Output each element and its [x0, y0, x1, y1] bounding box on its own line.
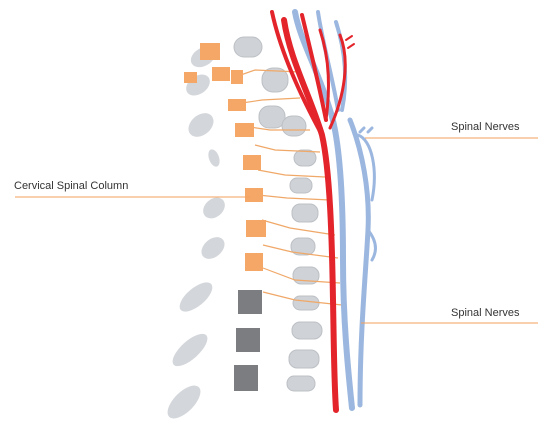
bone-blob	[292, 204, 318, 222]
posterior-bone-fragments	[162, 43, 229, 424]
bone-blob	[234, 37, 262, 57]
bone-blob	[294, 150, 316, 166]
bone-blob	[282, 116, 306, 136]
vertebra-c2-arch	[231, 70, 243, 84]
vertebra-c4	[235, 123, 254, 137]
vertebra-t3	[236, 328, 260, 352]
vertebra-t1	[245, 253, 263, 271]
vertebra-c6	[245, 188, 263, 202]
vertebra-c7	[246, 220, 266, 237]
bone-blob	[289, 350, 319, 368]
label-spinal-nerves-top: Spinal Nerves	[451, 121, 519, 134]
bone-blob	[290, 178, 312, 193]
vertebra-t4	[234, 365, 258, 391]
label-spinal-nerves-bottom: Spinal Nerves	[451, 307, 519, 320]
vertebra-t2	[238, 290, 262, 314]
vertebra-c2	[212, 67, 230, 81]
cervical-vertebrae	[184, 43, 266, 271]
bone-blob	[259, 106, 285, 128]
bone-blob	[287, 376, 315, 391]
vertebra-c1	[200, 43, 220, 60]
vertebra-c5	[243, 155, 261, 170]
bone-blob	[292, 322, 322, 339]
thoracic-vertebrae	[234, 290, 262, 391]
label-cervical-spinal-column: Cervical Spinal Column	[14, 180, 128, 193]
bone-blob	[293, 296, 319, 310]
vertebra-c3	[228, 99, 246, 111]
vertebra-c1-arch	[184, 72, 197, 83]
